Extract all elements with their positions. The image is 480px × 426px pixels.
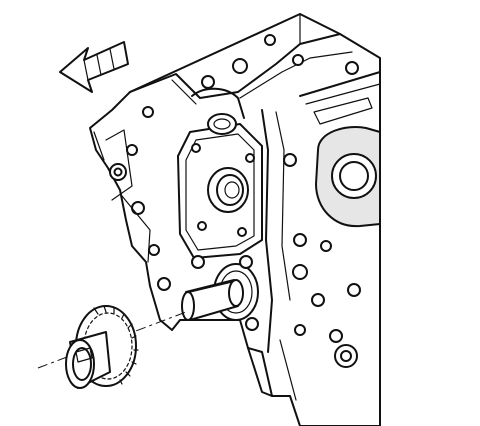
camshaft-sprocket <box>65 305 139 389</box>
bore-hole <box>207 167 249 213</box>
cover-plate <box>177 87 263 259</box>
direction-arrow-icon <box>59 41 129 93</box>
camshaft-journal <box>181 255 259 331</box>
